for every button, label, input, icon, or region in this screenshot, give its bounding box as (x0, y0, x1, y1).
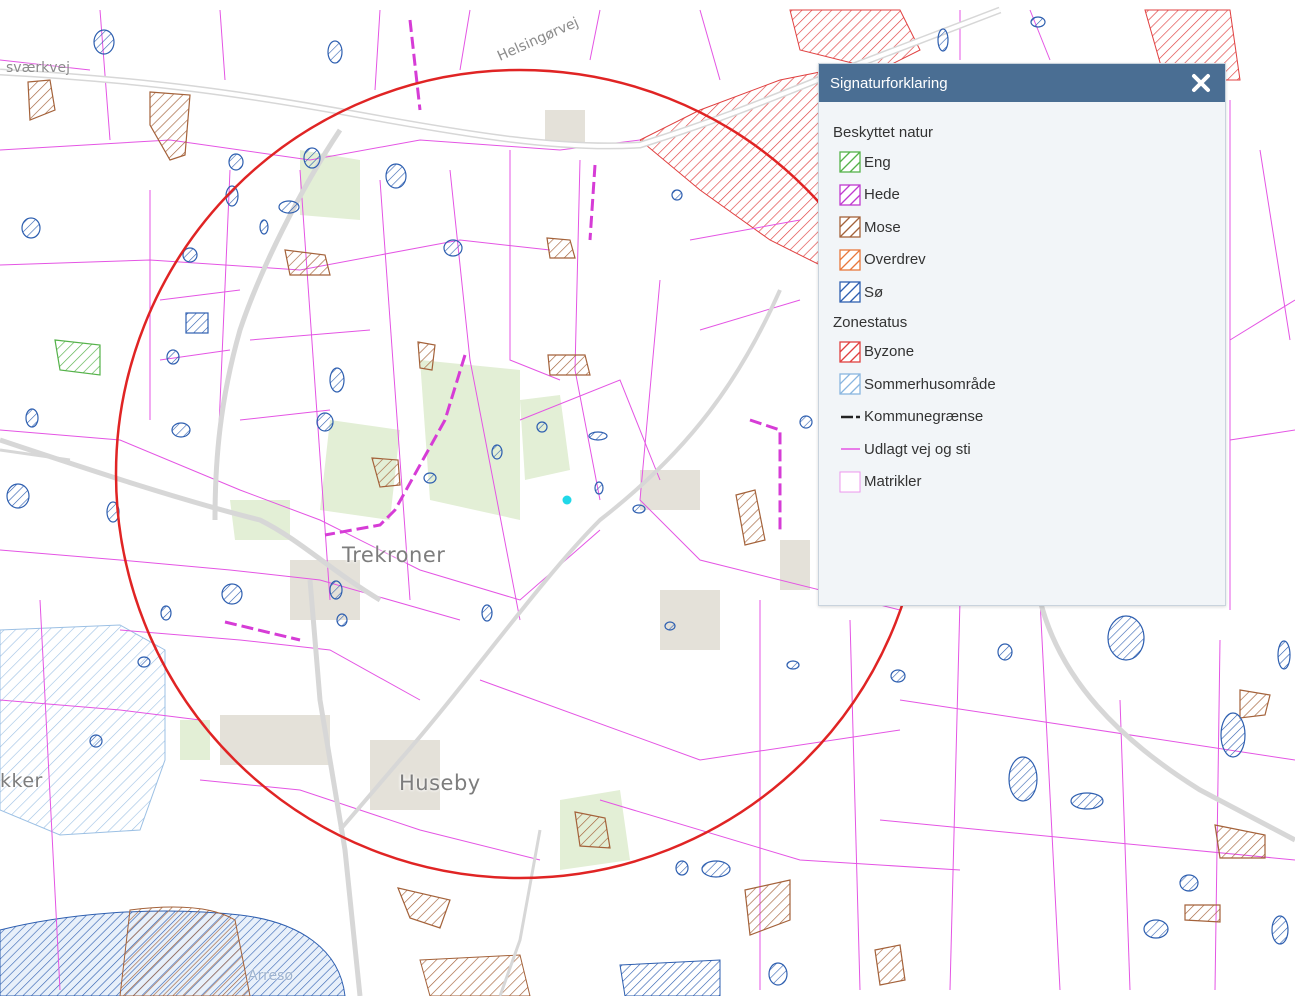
legend-swatch (839, 249, 861, 271)
legend-item-label: Mose (864, 218, 901, 236)
legend-item-udlagt-vej-og-sti: Udlagt vej og sti (833, 433, 1211, 466)
legend-swatch (839, 341, 861, 363)
legend-swatch (839, 281, 861, 303)
legend-item-label: Sø (864, 283, 884, 301)
landcover (180, 150, 630, 870)
legend-item-label: Kommunegrænse (864, 408, 984, 426)
legend-item-matrikler: Matrikler (833, 466, 1211, 499)
close-icon[interactable] (1187, 69, 1215, 97)
place-label-trekroner: Trekroner (342, 543, 446, 567)
legend-item-label: Matrikler (864, 473, 922, 491)
legend-item-label: Sommerhusområde (864, 375, 996, 393)
legend-swatch (839, 373, 861, 395)
legend-item-mose: Mose (833, 211, 1211, 244)
legend-item-byzone: Byzone (833, 336, 1211, 369)
buildings (220, 110, 810, 810)
eng-polygon (54, 339, 101, 376)
place-label-huseby: Huseby (399, 771, 481, 795)
legend-item-hede: Hede (833, 179, 1211, 212)
legend-header: Signaturforklaring (819, 64, 1225, 102)
legend-swatch (841, 415, 860, 418)
legend-item-kommunegrænse: Kommunegrænse (833, 401, 1211, 434)
legend-swatch (839, 471, 861, 493)
legend-item-label: Eng (864, 153, 891, 171)
sommerhus-zone (0, 624, 166, 836)
paths (224, 19, 782, 642)
location-marker[interactable] (562, 495, 572, 505)
legend-item-eng: Eng (833, 146, 1211, 179)
legend-swatch (839, 216, 861, 238)
legend-item-overdrev: Overdrev (833, 244, 1211, 277)
place-label-kker: kker (0, 770, 43, 792)
roads (0, 6, 1295, 996)
legend-item-sommerhusområde: Sommerhusområde (833, 368, 1211, 401)
legend-item-label: Overdrev (864, 251, 926, 269)
legend-item-label: Udlagt vej og sti (864, 440, 971, 458)
legend-title: Signaturforklaring (830, 74, 948, 92)
legend-section-heading: Zonestatus (833, 313, 908, 331)
legend-swatch (839, 184, 861, 206)
road-label-svaerkvej: sværkvej (6, 60, 70, 76)
legend-swatch (841, 448, 860, 450)
legend-item-label: Byzone (864, 343, 915, 361)
legend-item-sø: Sø (833, 276, 1211, 309)
legend-item-label: Hede (864, 186, 900, 204)
legend-swatch (839, 151, 861, 173)
mose-polygons (27, 79, 1271, 986)
legend-section-heading: Beskyttet natur (833, 124, 934, 141)
byzone-area (639, 69, 831, 271)
road-label-arreso: Arresø (248, 968, 294, 984)
soe-polygons (6, 16, 1291, 986)
